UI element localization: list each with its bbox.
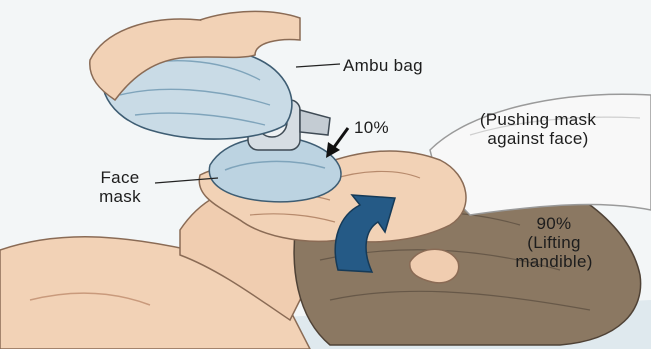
face-mask-label: Face mask (84, 168, 156, 206)
ten-percent-label: 10% (354, 118, 389, 137)
mandible-text: mandible) (496, 252, 612, 271)
lifting-text: (Lifting (496, 233, 612, 252)
ninety-percent-text: 90% (496, 214, 612, 233)
face-mask-line-1: Face (84, 168, 156, 187)
pushing-mask-line-2: against face) (433, 129, 643, 148)
face-mask-line-2: mask (84, 187, 156, 206)
pushing-mask-line-1: (Pushing mask (433, 110, 643, 129)
ambu-bag-label: Ambu bag (343, 56, 423, 75)
lifting-mandible-label: 90% (Lifting mandible) (496, 214, 612, 271)
pushing-mask-label: (Pushing mask against face) (433, 110, 643, 148)
